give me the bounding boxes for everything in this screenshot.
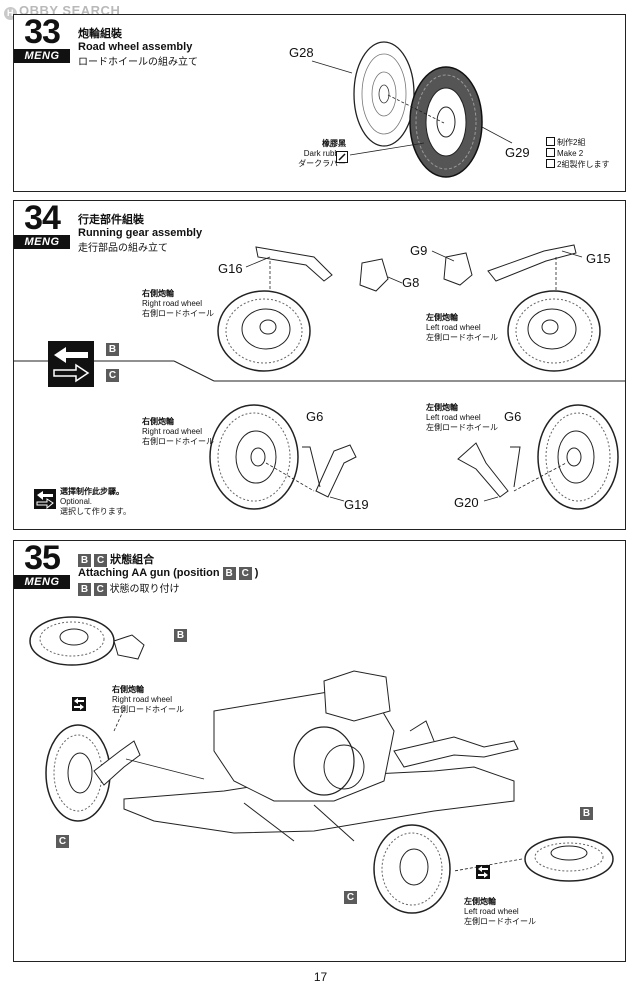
leader-lines-33 xyxy=(311,60,513,156)
right-wheel-jp: 右側ロードホイール xyxy=(112,705,184,714)
brand-logo: MENG xyxy=(14,235,70,249)
running-gear-top-illustration xyxy=(14,244,625,510)
step-33-badge: 33 MENG xyxy=(14,15,70,63)
page-number: 17 xyxy=(313,970,328,984)
make-count-cn: 制作2組 xyxy=(546,137,609,148)
step-title-en: Road wheel assembly xyxy=(78,41,193,53)
step-34-panel: 34 MENG 行走部件組裝 Running gear assembly 走行部… xyxy=(13,200,626,530)
optional-jp: 選択して作ります。 xyxy=(60,507,131,516)
step-title-jp: ロードホイールの組み立て xyxy=(78,57,198,68)
make-count-en: Make 2 xyxy=(546,148,609,159)
step-title-jp: B C 状態の取り付け xyxy=(78,580,258,596)
direction-arrows-icon xyxy=(48,341,94,387)
step-title-cn: B C 狀態組合 xyxy=(78,551,258,567)
part-label-g29: G29 xyxy=(505,145,530,160)
step-title-en: Running gear assembly xyxy=(78,227,203,239)
position-tag-c-bottom: C xyxy=(344,891,357,904)
tyre-illustration xyxy=(409,66,483,178)
left-wheel-jp-2: 左側ロードホイール xyxy=(426,423,498,432)
right-wheel-cn: 右側炮輪 xyxy=(142,289,174,298)
hub-disc-illustration xyxy=(353,41,415,147)
step-number: 34 xyxy=(14,201,70,235)
step-title-en: Attaching AA gun (position B C ) xyxy=(78,567,259,580)
step-title-cn: 炮輪組裝 xyxy=(78,28,122,40)
part-label-g9: G9 xyxy=(410,243,428,258)
optional-cn: 選擇制作此步驟。 xyxy=(60,487,124,496)
position-tag-b: B xyxy=(106,343,119,356)
part-label-g8: G8 xyxy=(402,275,420,290)
step-33-panel: 33 MENG 炮輪組裝 Road wheel assembly ロードホイール… xyxy=(13,14,626,192)
part-label-g15: G15 xyxy=(586,251,611,266)
part-label-g19: G19 xyxy=(344,497,369,512)
paint-name-en: Dark rubber xyxy=(303,149,346,158)
position-tag-c: C xyxy=(106,369,119,382)
right-wheel-cn-2: 右側炮輪 xyxy=(142,417,174,426)
left-wheel-en-2: Left road wheel xyxy=(426,413,481,422)
position-tag-b-top: B xyxy=(174,629,187,642)
step-34-badge: 34 MENG xyxy=(14,201,70,249)
step-number: 33 xyxy=(14,15,70,49)
paint-name-cn: 橡膠黑 xyxy=(322,139,346,148)
right-wheel-jp: 右側ロードホイール xyxy=(142,309,214,318)
brand-logo: MENG xyxy=(14,49,70,63)
paint-name-jp: ダークラバー xyxy=(298,159,346,168)
step-35-panel: 35 MENG B C 狀態組合 Attaching AA gun (posit… xyxy=(13,540,626,962)
position-tag-b-right: B xyxy=(580,807,593,820)
left-wheel-cn: 左側炮輪 xyxy=(426,313,458,322)
optional-icon xyxy=(34,489,56,510)
part-label-g6-left: G6 xyxy=(306,409,324,424)
swap-icon-right xyxy=(476,865,490,879)
step-title-jp: 走行部品の組み立て xyxy=(78,243,168,254)
swap-icon-left xyxy=(72,697,86,711)
left-wheel-en: Left road wheel xyxy=(464,907,519,916)
step-title-cn: 行走部件組裝 xyxy=(78,214,144,226)
brand-logo: MENG xyxy=(14,575,70,589)
right-wheel-en: Right road wheel xyxy=(112,695,173,704)
left-wheel-en: Left road wheel xyxy=(426,323,481,332)
aa-gun-assembly-illustration xyxy=(29,616,614,914)
make-count-jp: 2組製作します xyxy=(546,159,609,170)
right-wheel-en-2: Right road wheel xyxy=(142,427,203,436)
left-wheel-jp: 左側ロードホイール xyxy=(464,917,536,926)
left-wheel-cn-2: 左側炮輪 xyxy=(426,403,458,412)
left-wheel-jp: 左側ロードホイール xyxy=(426,333,498,342)
step-number: 35 xyxy=(14,541,70,575)
right-wheel-jp-2: 右側ロードホイール xyxy=(142,437,214,446)
part-label-g20: G20 xyxy=(454,495,479,510)
right-wheel-cn: 右側炮輪 xyxy=(112,685,144,694)
right-wheel-en: Right road wheel xyxy=(142,299,203,308)
step-35-badge: 35 MENG xyxy=(14,541,70,589)
position-tag-c-left: C xyxy=(56,835,69,848)
make-icon xyxy=(546,137,555,146)
part-label-g16: G16 xyxy=(218,261,243,276)
optional-en: Optional. xyxy=(60,497,93,506)
paint-brush-icon xyxy=(336,151,348,163)
part-label-g6-right: G6 xyxy=(504,409,522,424)
left-wheel-cn: 左側炮輪 xyxy=(464,897,496,906)
part-label-g28: G28 xyxy=(289,45,314,60)
